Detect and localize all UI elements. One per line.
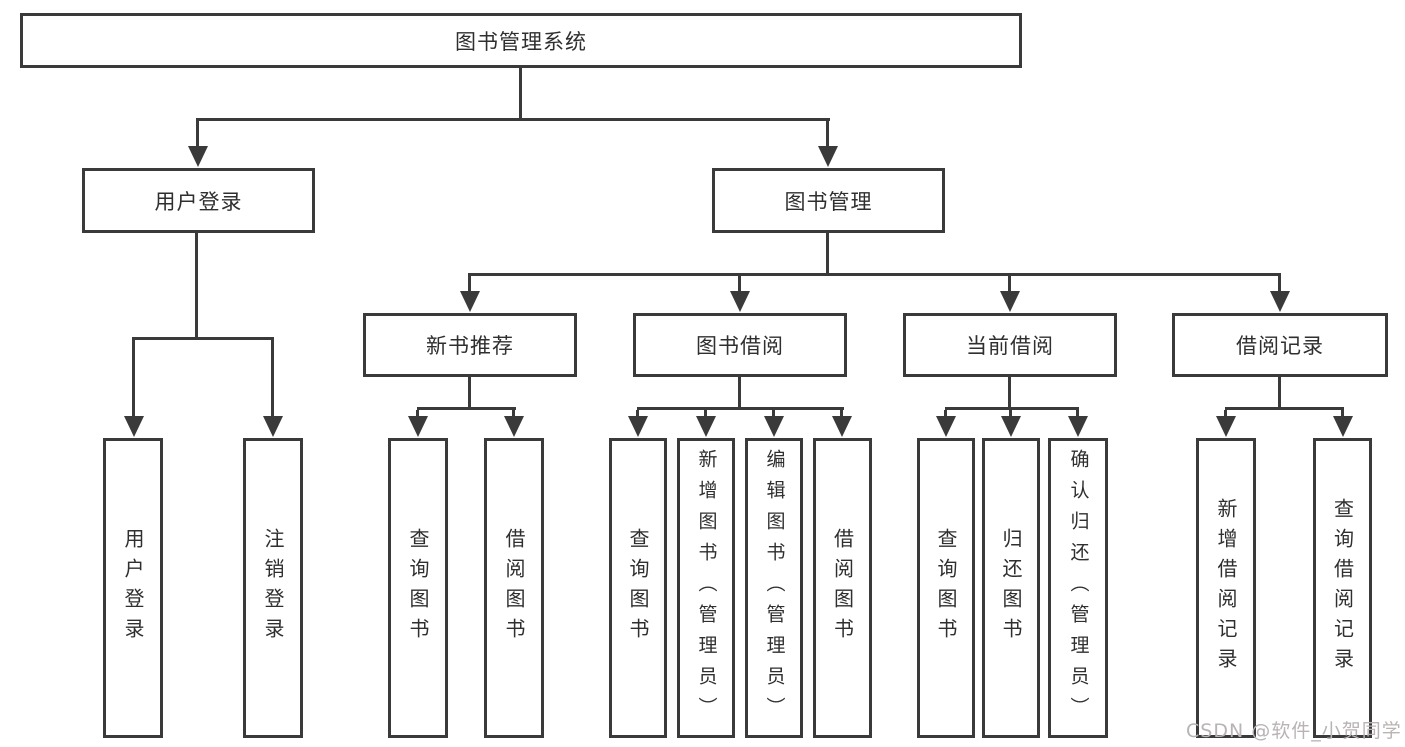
connector-leaf-stem	[704, 410, 707, 418]
connector-l3-stem	[738, 276, 741, 292]
arrow-down-icon	[628, 416, 648, 437]
arrow-down-icon	[1001, 416, 1021, 437]
node-borrow-record: 借阅记录	[1172, 313, 1388, 377]
connector-leaf-stem	[1076, 410, 1079, 418]
connector-leaf-stem	[512, 410, 515, 418]
arrow-down-icon	[504, 416, 524, 437]
connector-userlogin-hbar	[132, 337, 274, 340]
node-label: 借阅记录	[1236, 334, 1324, 358]
leaf-query-books: 查询图书	[917, 438, 975, 738]
connector-bookmgmt-stem	[826, 233, 829, 276]
connector-leaf-stem	[944, 410, 947, 418]
leaf-user-login: 用户登录	[103, 438, 163, 738]
connector-leaf-stem	[636, 410, 639, 418]
connector-l3-stem	[468, 276, 471, 292]
leaf-return-book: 归还图书	[982, 438, 1040, 738]
connector-borrowrecord-stem	[1278, 377, 1281, 410]
node-user-login: 用户登录	[82, 168, 315, 233]
connector-borrowrecord-hbar	[1225, 407, 1344, 410]
arrow-down-icon	[1270, 291, 1290, 312]
leaf-borrow-books: 借阅图书	[813, 438, 872, 738]
connector-userlogin-right-stem	[271, 340, 274, 417]
leaf-add-borrow-record: 新增借阅记录	[1196, 438, 1256, 738]
connector-bookborrow-stem	[738, 377, 741, 410]
connector-newbook-stem	[468, 377, 471, 410]
leaf-query-books: 查询图书	[388, 438, 448, 738]
arrow-down-icon	[1333, 416, 1353, 437]
leaf-query-books: 查询图书	[609, 438, 667, 738]
connector-root-right-stem	[826, 121, 829, 147]
connector-userlogin-stem	[195, 233, 198, 340]
arrow-down-icon	[1068, 416, 1088, 437]
node-label: 当前借阅	[966, 334, 1054, 358]
connector-leaf-stem	[416, 410, 419, 418]
node-book-management: 图书管理	[712, 168, 945, 233]
node-new-book-recommend: 新书推荐	[363, 313, 577, 377]
arrow-down-icon	[1216, 416, 1236, 437]
arrow-down-icon	[263, 416, 283, 437]
connector-root-stem	[519, 68, 522, 118]
connector-l3-stem	[1278, 276, 1281, 292]
leaf-query-borrow-record: 查询借阅记录	[1313, 438, 1372, 738]
csdn-watermark: CSDN @软件_小贺同学	[1186, 720, 1402, 742]
node-label: 图书管理系统	[455, 29, 587, 54]
connector-userlogin-left-stem	[132, 340, 135, 417]
arrow-down-icon	[460, 291, 480, 312]
arrow-down-icon	[408, 416, 428, 437]
node-library-management-system: 图书管理系统	[20, 13, 1022, 68]
leaf-borrow-books: 借阅图书	[484, 438, 544, 738]
node-label: 新书推荐	[426, 334, 514, 358]
arrow-down-icon	[124, 416, 144, 437]
leaf-logout: 注销登录	[243, 438, 303, 738]
node-current-borrow: 当前借阅	[903, 313, 1117, 377]
connector-bookborrow-hbar	[637, 407, 844, 410]
connector-leaf-stem	[1224, 410, 1227, 418]
connector-leaf-stem	[772, 410, 775, 418]
node-book-borrow: 图书借阅	[633, 313, 847, 377]
leaf-add-book-admin: 新增图书（管理员）	[677, 438, 735, 738]
arrow-down-icon	[818, 146, 838, 167]
connector-root-left-stem	[196, 121, 199, 147]
node-label: 图书借阅	[696, 334, 784, 358]
leaf-confirm-return-admin: 确认归还（管理员）	[1048, 438, 1108, 738]
arrow-down-icon	[188, 146, 208, 167]
connector-currentborrow-hbar	[945, 407, 1079, 410]
connector-bookmgmt-hbar	[468, 273, 1281, 276]
arrow-down-icon	[936, 416, 956, 437]
node-label: 图书管理	[784, 189, 873, 214]
arrow-down-icon	[1000, 291, 1020, 312]
arrow-down-icon	[764, 416, 784, 437]
leaf-edit-book-admin: 编辑图书（管理员）	[745, 438, 803, 738]
arrow-down-icon	[832, 416, 852, 437]
connector-leaf-stem	[840, 410, 843, 418]
arrow-down-icon	[696, 416, 716, 437]
connector-leaf-stem	[1009, 410, 1012, 418]
connector-newbook-hbar	[417, 407, 516, 410]
connector-leaf-stem	[1341, 410, 1344, 418]
arrow-down-icon	[730, 291, 750, 312]
node-label: 用户登录	[154, 189, 243, 214]
connector-root-hbar	[196, 118, 830, 121]
connector-currentborrow-stem	[1008, 377, 1011, 410]
connector-l3-stem	[1008, 276, 1011, 292]
